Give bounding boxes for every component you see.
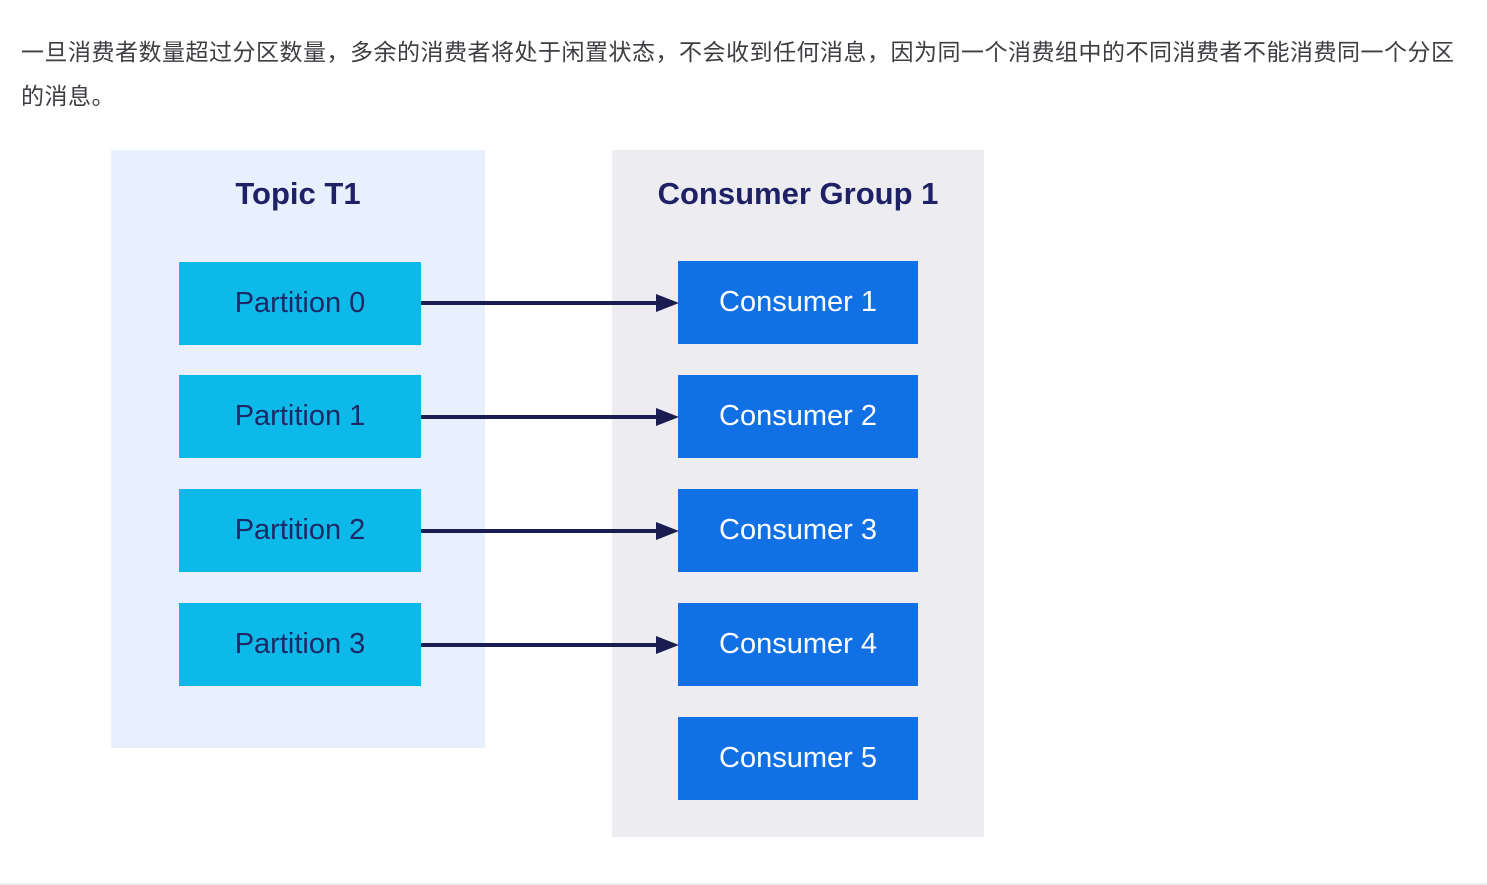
partition-1-box: Partition 1 xyxy=(179,375,421,458)
consumer-2-box: Consumer 2 xyxy=(678,375,918,458)
paragraph-text: 一旦消费者数量超过分区数量，多余的消费者将处于闲置状态，不会收到任何消息，因为同… xyxy=(21,39,1455,109)
topic-panel-title: Topic T1 xyxy=(235,176,361,211)
consumer-1-box: Consumer 1 xyxy=(678,261,918,344)
partition-2-box: Partition 2 xyxy=(179,489,421,572)
consumer-group-panel: Consumer Group 1 Consumer 1 Consumer 2 C… xyxy=(612,150,984,837)
partition-3-box: Partition 3 xyxy=(179,603,421,686)
partition-0-box: Partition 0 xyxy=(179,262,421,345)
consumer-3-box: Consumer 3 xyxy=(678,489,918,572)
consumer-group-panel-title: Consumer Group 1 xyxy=(657,176,939,211)
consumer-4-box: Consumer 4 xyxy=(678,603,918,686)
consumer-5-box: Consumer 5 xyxy=(678,717,918,800)
topic-panel: Topic T1 Partition 0 Partition 1 Partiti… xyxy=(111,150,485,748)
